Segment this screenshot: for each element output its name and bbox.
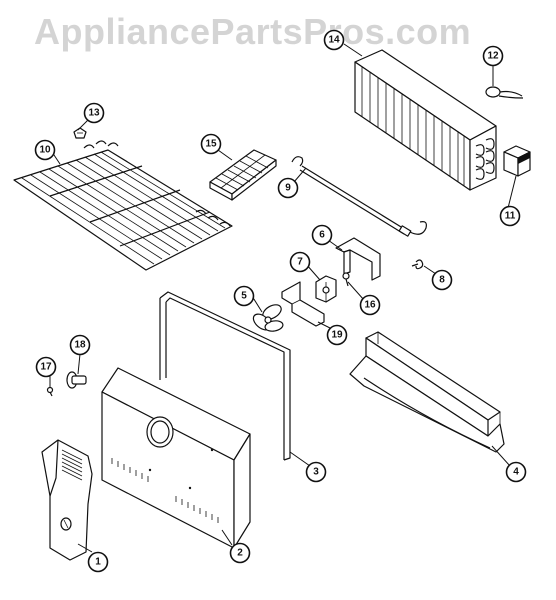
svg-text:4: 4: [513, 467, 519, 478]
svg-text:12: 12: [487, 51, 499, 62]
part-fan-blade: [252, 304, 284, 332]
callout-15: 15: [200, 133, 222, 155]
svg-text:18: 18: [74, 340, 86, 351]
callout-11: 11: [499, 205, 521, 227]
callout-19: 19: [326, 324, 348, 346]
callout-14: 14: [323, 29, 345, 51]
part-evaporator: [354, 49, 497, 191]
svg-text:15: 15: [205, 139, 217, 150]
callout-9: 9: [277, 177, 299, 199]
callout-13: 13: [83, 102, 105, 124]
part-wire-shelf: [13, 140, 233, 271]
svg-text:8: 8: [439, 275, 445, 286]
callout-16: 16: [359, 294, 381, 316]
callout-5: 5: [233, 285, 255, 307]
callout-3: 3: [305, 461, 327, 483]
svg-text:1: 1: [95, 557, 101, 568]
part-bracket: [335, 237, 381, 281]
part-defrost-thermostat: [485, 86, 524, 99]
svg-text:13: 13: [88, 108, 100, 119]
svg-text:17: 17: [40, 362, 52, 373]
svg-text:11: 11: [505, 211, 516, 222]
callout-7: 7: [289, 251, 311, 273]
part-screw-16: [342, 272, 350, 287]
part-defrost-timer: [503, 145, 531, 177]
svg-text:2: 2: [237, 548, 243, 559]
watermark: AppliancePartsPros.com: [34, 11, 471, 52]
part-defrost-heater: [291, 156, 427, 237]
part-ice-tray: [209, 149, 277, 201]
svg-text:3: 3: [313, 467, 319, 478]
callout-6: 6: [311, 224, 333, 246]
callout-18: 18: [69, 334, 91, 356]
callout-2: 2: [229, 542, 251, 564]
callout-12: 12: [482, 45, 504, 67]
callout-10: 10: [34, 139, 56, 161]
callout-8: 8: [431, 269, 453, 291]
svg-text:16: 16: [364, 300, 376, 311]
part-knob: [66, 371, 87, 389]
part-screw-8: [411, 259, 424, 270]
svg-text:5: 5: [241, 291, 247, 302]
callout-17: 17: [35, 356, 57, 378]
svg-text:19: 19: [331, 330, 343, 341]
part-screw-17: [46, 386, 54, 397]
svg-text:10: 10: [39, 145, 51, 156]
part-drip-trough: [349, 331, 505, 453]
svg-text:14: 14: [328, 35, 340, 46]
part-control-housing: [41, 439, 93, 561]
svg-text:6: 6: [319, 230, 325, 241]
part-fan-motor: [315, 275, 337, 303]
callout-1: 1: [87, 551, 109, 573]
part-motor-bracket: [281, 281, 325, 327]
part-gasket: [159, 291, 291, 461]
callout-4: 4: [505, 461, 527, 483]
part-clip: [73, 127, 87, 139]
part-rear-panel: [101, 367, 251, 549]
svg-text:7: 7: [297, 257, 303, 268]
svg-text:9: 9: [285, 183, 291, 194]
